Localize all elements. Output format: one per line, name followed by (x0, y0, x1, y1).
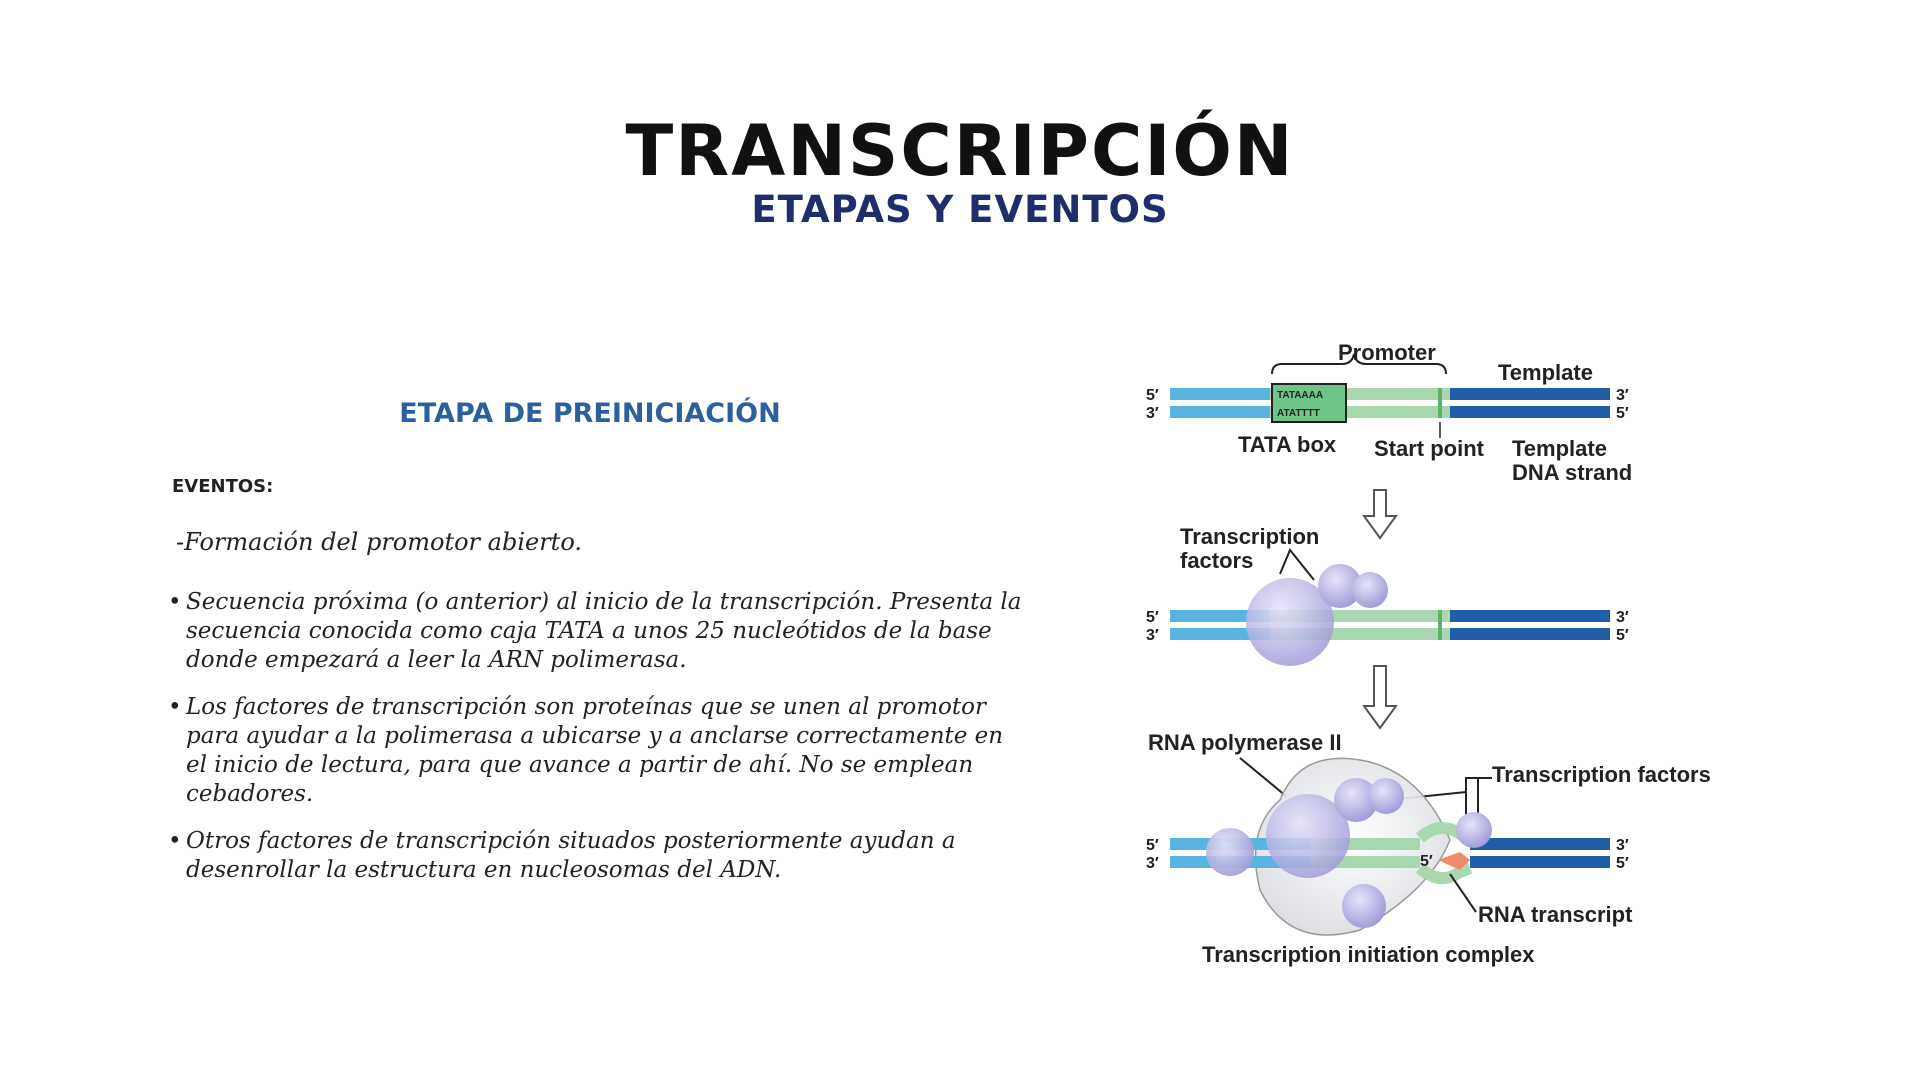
tf-pointer (1279, 548, 1315, 581)
start-point-label: Start point (1374, 436, 1485, 461)
tf-protein-left (1206, 828, 1254, 876)
dna-strand-top-light-2 (1170, 610, 1270, 622)
three-prime-label: 3′ (1146, 405, 1159, 422)
five-prime-right-label: 5′ (1616, 405, 1629, 422)
five-prime-right-label-3: 5′ (1616, 855, 1629, 872)
dna-strand-bottom-dark-2 (1450, 628, 1610, 640)
tf-label-2: factors (1180, 548, 1253, 573)
event-bullet-text: Otros factores de transcripción situados… (186, 828, 956, 883)
pol-protein-top-1 (1334, 778, 1378, 822)
template-strand-label-1: Template (1512, 436, 1607, 461)
pol-protein-large (1266, 794, 1350, 878)
bullet-dot-icon: • (168, 694, 182, 720)
dna-strand-top-dark (1450, 388, 1610, 400)
dna-strand-top-dark-2 (1450, 610, 1610, 622)
five-prime-right-label-2: 5′ (1616, 627, 1629, 644)
pol-protein-bottom (1342, 884, 1386, 928)
rna-transcript-arrow (1438, 852, 1470, 870)
promoter-label: Promoter (1338, 340, 1436, 365)
dna-strand-bottom-light (1170, 406, 1270, 418)
tf-protein-small (1352, 572, 1388, 608)
start-point-mark-2 (1438, 610, 1442, 640)
tata-top-seq: TATAAAA (1277, 390, 1323, 401)
bullet-dot-icon: • (168, 589, 182, 615)
event-intro: -Formación del promotor abierto. (176, 528, 582, 556)
event-bullet-text: Los factores de transcripción son proteí… (186, 694, 1004, 807)
five-prime-label: 5′ (1146, 387, 1159, 404)
bullet-dot-icon: • (168, 828, 182, 854)
tata-box (1271, 383, 1347, 423)
tf-protein-large (1246, 578, 1334, 666)
three-prime-right-label-2: 3′ (1616, 609, 1629, 626)
five-prime-label-2: 5′ (1146, 609, 1159, 626)
pol-protein-top-2 (1368, 778, 1404, 814)
rna-transcript-pointer (1449, 873, 1477, 913)
down-arrow-icon (1362, 665, 1398, 730)
panel-promoter: Promoter Template TATAAAA ATATTTT 5′ 3′ … (1146, 340, 1632, 485)
three-prime-right-label-3: 3′ (1616, 837, 1629, 854)
tata-box-label: TATA box (1238, 432, 1337, 457)
template-top-label: Template (1498, 360, 1593, 385)
dna-strand-top-dark-3 (1470, 838, 1610, 850)
open-bubble-bottom (1415, 862, 1473, 884)
tf-label-1: Transcription (1180, 524, 1319, 549)
transcription-diagram: Promoter Template TATAAAA ATATTTT 5′ 3′ … (1146, 340, 1711, 967)
dna-strand-bottom-dark-3 (1470, 856, 1610, 868)
dna-strand-bottom-dark (1450, 406, 1610, 418)
rna-transcript-label: RNA transcript (1478, 902, 1633, 927)
rna-pol-label: RNA polymerase II (1148, 730, 1342, 755)
pol-protein-right (1456, 812, 1492, 848)
three-prime-label-2: 3′ (1146, 627, 1159, 644)
event-bullet: •Otros factores de transcripción situado… (168, 827, 1028, 885)
dna-strand-bottom-light-2 (1170, 628, 1270, 640)
event-bullet: •Los factores de transcripción son prote… (168, 693, 1028, 809)
tf-protein-medium (1318, 564, 1362, 608)
start-point-mark (1438, 388, 1442, 418)
five-prime-label-3: 5′ (1146, 837, 1159, 854)
template-strand-label-2: DNA strand (1512, 460, 1632, 485)
promoter-brace (1271, 353, 1447, 375)
tata-bottom-seq: ATATTTT (1277, 408, 1320, 419)
rna-pol-pointer (1239, 757, 1287, 797)
events-label: EVENTOS: (172, 476, 274, 497)
down-arrow-icon (1362, 489, 1398, 540)
panel-transcription-factors: Transcription factors 5′ 3′ 3′ 5′ (1146, 524, 1629, 666)
tf-full-label: Transcription factors (1492, 762, 1711, 787)
three-prime-label-3: 3′ (1146, 855, 1159, 872)
slide-title: TRANSCRIPCIÓN (625, 110, 1295, 192)
slide-subtitle: ETAPAS Y EVENTOS (751, 188, 1169, 231)
three-prime-right-label: 3′ (1616, 387, 1629, 404)
event-bullet-list: •Secuencia próxima (o anterior) al inici… (168, 588, 1028, 903)
event-bullet-text: Secuencia próxima (o anterior) al inicio… (186, 589, 1022, 673)
complex-label: Transcription initiation complex (1202, 942, 1535, 967)
rna-five-prime-label: 5′ (1420, 853, 1433, 870)
panel-initiation-complex: RNA polymerase II Transcription factors … (1146, 730, 1711, 967)
dna-strand-top-light (1170, 388, 1270, 400)
section-title: ETAPA DE PREINICIACIÓN (399, 398, 781, 429)
event-bullet: •Secuencia próxima (o anterior) al inici… (168, 588, 1028, 675)
